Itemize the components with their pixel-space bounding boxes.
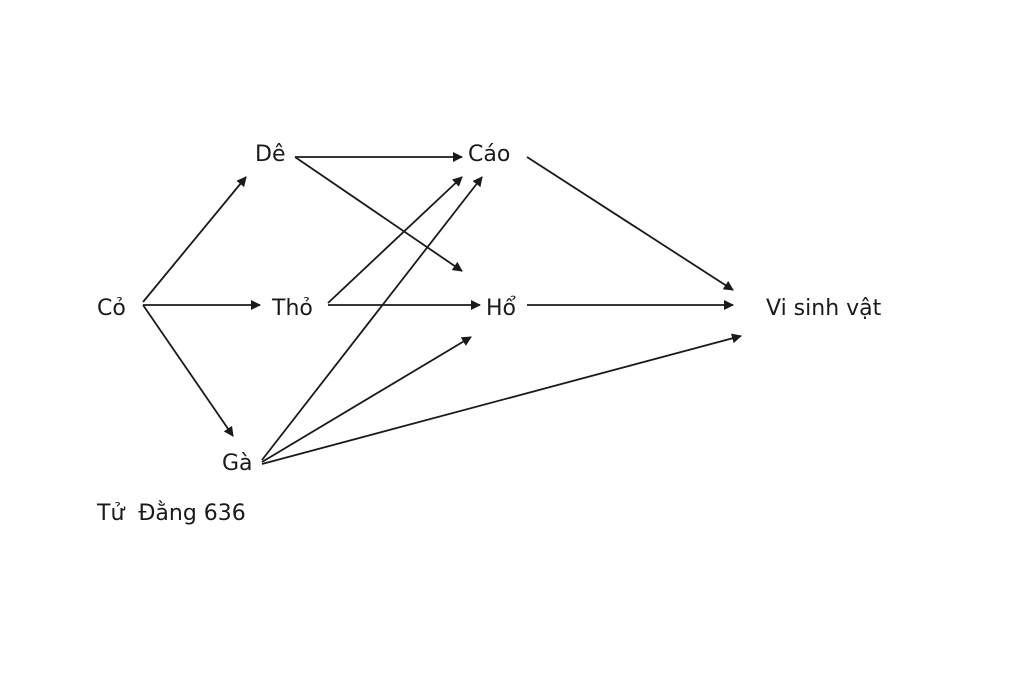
arrow-ga-to-cao bbox=[261, 176, 483, 461]
node-ho: Hổ bbox=[486, 296, 517, 321]
arrow-de-to-ho bbox=[294, 156, 463, 272]
node-co: Cỏ bbox=[97, 296, 126, 321]
arrow-ga-to-vi-sinh-vat bbox=[261, 333, 742, 465]
node-cao: Cáo bbox=[468, 142, 511, 167]
arrow-co-to-de bbox=[142, 176, 247, 303]
node-vi-sinh-vat: Vi sinh vật bbox=[766, 296, 882, 321]
arrow-co-to-ga bbox=[142, 304, 234, 437]
node-ga: Gà bbox=[222, 451, 253, 476]
arrow-cao-to-vi-sinh-vat bbox=[526, 156, 734, 291]
caption-text: Tử Đằng 636 bbox=[97, 501, 246, 526]
node-de: Dê bbox=[255, 142, 286, 167]
node-tho: Thỏ bbox=[272, 296, 313, 321]
arrow-tho-to-cao bbox=[327, 176, 463, 304]
arrow-ga-to-ho bbox=[261, 336, 472, 463]
